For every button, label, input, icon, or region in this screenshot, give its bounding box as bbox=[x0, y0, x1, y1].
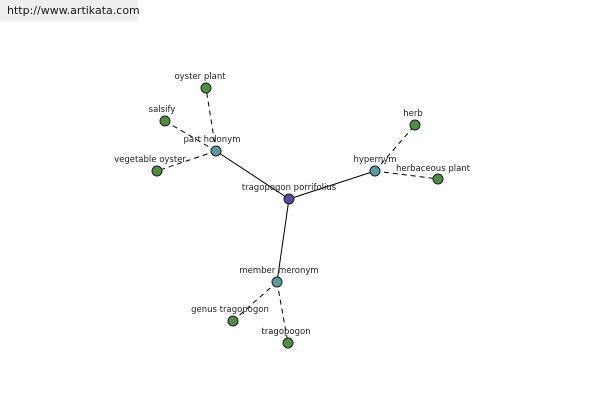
edge-part-holonym-to-vegetable-oyster bbox=[156, 150, 217, 172]
node-hypernym[interactable] bbox=[369, 165, 381, 177]
node-part-holonym[interactable] bbox=[210, 145, 222, 157]
node-label-genus-tragopogon[interactable]: genus tragopogon bbox=[191, 305, 269, 315]
node-genus-tragopogon[interactable] bbox=[227, 315, 239, 327]
edge-member-meronym-to-tragopogon bbox=[276, 281, 289, 344]
edge-root-to-member-meronym bbox=[276, 198, 290, 283]
node-label-herbaceous-plant[interactable]: herbaceous plant bbox=[396, 164, 471, 174]
node-vegetable-oyster[interactable] bbox=[151, 165, 163, 177]
edge-root-to-hypernym bbox=[288, 170, 376, 200]
edge-part-holonym-to-oyster-plant bbox=[205, 87, 217, 152]
edge-member-meronym-to-genus-tragopogon bbox=[232, 281, 278, 322]
edge-hypernym-to-herb bbox=[374, 124, 416, 172]
node-oyster-plant[interactable] bbox=[200, 82, 212, 94]
node-herb[interactable] bbox=[409, 119, 421, 131]
node-member-meronym[interactable] bbox=[271, 276, 283, 288]
labels-layer: tragopogon porrifolius part holonym hypern… bbox=[114, 72, 471, 337]
node-herbaceous-plant[interactable] bbox=[432, 173, 444, 185]
node-label-member-meronym[interactable]: member meronym bbox=[239, 266, 318, 276]
node-label-herb[interactable]: herb bbox=[403, 109, 423, 119]
node-label-root[interactable]: tragopogon porrifolius bbox=[242, 183, 337, 193]
node-label-oyster-plant[interactable]: oyster plant bbox=[174, 72, 226, 82]
edge-part-holonym-to-salsify bbox=[164, 120, 217, 152]
nodes-layer bbox=[151, 82, 444, 349]
node-root[interactable] bbox=[283, 193, 295, 205]
edge-hypernym-to-herbaceous-plant bbox=[374, 170, 439, 180]
node-label-salsify[interactable]: salsify bbox=[149, 105, 176, 115]
node-salsify[interactable] bbox=[159, 115, 171, 127]
node-label-tragopogon[interactable]: tragopogon bbox=[261, 327, 310, 337]
site-url-banner[interactable]: http://www.artikata.com bbox=[0, 0, 140, 21]
edges-layer bbox=[156, 87, 439, 344]
node-label-vegetable-oyster[interactable]: vegetable oyster bbox=[114, 155, 186, 165]
node-label-hypernym[interactable]: hypernym bbox=[353, 155, 396, 165]
edge-root-to-part-holonym bbox=[215, 150, 290, 200]
node-tragopogon[interactable] bbox=[282, 337, 294, 349]
node-label-part-holonym[interactable]: part holonym bbox=[184, 135, 241, 145]
